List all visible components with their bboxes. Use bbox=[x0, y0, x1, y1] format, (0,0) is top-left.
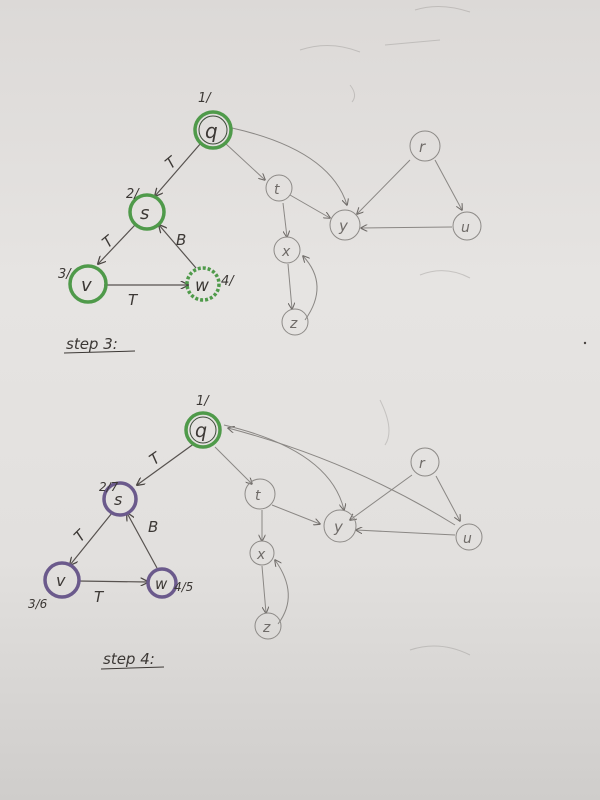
edge-r-y bbox=[350, 474, 413, 520]
svg-text:w: w bbox=[155, 575, 168, 593]
label-edge-w-s: B bbox=[148, 518, 158, 536]
time-v: 3/ bbox=[58, 267, 72, 282]
stray-dot bbox=[583, 341, 587, 345]
svg-text:z: z bbox=[289, 316, 298, 332]
svg-text:v: v bbox=[56, 571, 66, 590]
label-edge-s-v: T bbox=[99, 231, 119, 252]
svg-text:q: q bbox=[205, 119, 218, 143]
node-y: y bbox=[323, 509, 357, 543]
edge-x-z bbox=[261, 565, 266, 613]
edge-v-w bbox=[77, 581, 148, 582]
svg-text:v: v bbox=[81, 275, 92, 296]
edge-q-t bbox=[224, 142, 265, 180]
time-q: 1/ bbox=[196, 394, 210, 409]
edge-q-y bbox=[231, 127, 347, 205]
svg-text:r: r bbox=[419, 456, 426, 472]
node-t: t bbox=[265, 174, 293, 202]
edge-t-x bbox=[282, 202, 287, 237]
label-edge-v-w: T bbox=[128, 291, 139, 309]
edge-q-t bbox=[214, 446, 252, 484]
node-r: r bbox=[409, 130, 441, 162]
node-x: x bbox=[249, 540, 275, 566]
edge-w-s bbox=[127, 513, 158, 569]
node-u: u bbox=[455, 523, 483, 551]
node-w: w bbox=[146, 567, 178, 599]
node-u: u bbox=[452, 211, 482, 241]
step4-underline bbox=[100, 666, 165, 670]
node-q: q bbox=[184, 411, 222, 449]
edge-s-v bbox=[70, 512, 113, 565]
svg-text:q: q bbox=[195, 420, 207, 442]
edge-q-s bbox=[155, 142, 202, 196]
step3-graph: q s v w t x z y bbox=[58, 91, 482, 336]
label-edge-v-w: T bbox=[94, 588, 105, 606]
svg-text:w: w bbox=[195, 276, 209, 296]
node-r: r bbox=[410, 447, 440, 477]
svg-text:t: t bbox=[255, 488, 261, 504]
node-z: z bbox=[281, 308, 309, 336]
time-w: 4/5 bbox=[174, 580, 193, 594]
edge-r-u bbox=[435, 475, 460, 521]
node-y: y bbox=[329, 209, 361, 241]
node-x: x bbox=[273, 236, 301, 264]
svg-text:x: x bbox=[256, 547, 266, 563]
edge-w-s bbox=[159, 225, 197, 269]
label-edge-w-s: B bbox=[176, 231, 186, 249]
edge-x-z bbox=[287, 263, 292, 309]
node-v: v bbox=[68, 264, 108, 304]
edge-u-y bbox=[361, 227, 453, 228]
svg-text:x: x bbox=[281, 244, 291, 260]
node-z: z bbox=[254, 612, 282, 640]
edge-z-x bbox=[275, 560, 289, 625]
step3-label: step 3: bbox=[66, 335, 118, 353]
svg-text:s: s bbox=[140, 203, 149, 224]
edge-r-y bbox=[357, 159, 411, 214]
step3-underline bbox=[63, 350, 136, 354]
svg-text:y: y bbox=[333, 518, 344, 536]
time-s: 2/ bbox=[126, 187, 140, 202]
node-s: s bbox=[102, 481, 138, 517]
node-v: v bbox=[43, 561, 81, 599]
edge-q-y bbox=[223, 424, 344, 510]
step4-graph: q s v w t x z y bbox=[28, 394, 483, 640]
node-s: s bbox=[128, 193, 166, 231]
step4-label: step 4: bbox=[103, 650, 155, 668]
svg-text:z: z bbox=[262, 620, 271, 636]
node-q: q bbox=[193, 110, 233, 150]
time-q: 1/ bbox=[198, 91, 212, 106]
svg-text:s: s bbox=[114, 490, 122, 509]
time-s: 2/7 bbox=[99, 480, 119, 494]
edge-u-y bbox=[356, 530, 456, 536]
label-edge-q-s: T bbox=[146, 448, 165, 469]
svg-text:u: u bbox=[461, 220, 470, 236]
edge-t-y bbox=[289, 194, 330, 218]
svg-text:r: r bbox=[419, 138, 426, 156]
node-w: w bbox=[185, 266, 221, 302]
edge-u-q bbox=[228, 428, 456, 526]
node-t: t bbox=[244, 478, 276, 510]
time-v: 3/6 bbox=[28, 597, 48, 611]
edge-s-v bbox=[98, 224, 136, 264]
edge-z-x bbox=[303, 256, 318, 321]
edge-r-u bbox=[434, 159, 462, 210]
svg-text:y: y bbox=[338, 217, 349, 235]
svg-text:u: u bbox=[463, 531, 472, 547]
bleed-through-marks bbox=[299, 6, 471, 656]
time-w: 4/ bbox=[221, 274, 235, 289]
edge-q-s bbox=[137, 442, 196, 485]
edge-t-y bbox=[271, 504, 320, 524]
svg-text:t: t bbox=[274, 182, 280, 198]
